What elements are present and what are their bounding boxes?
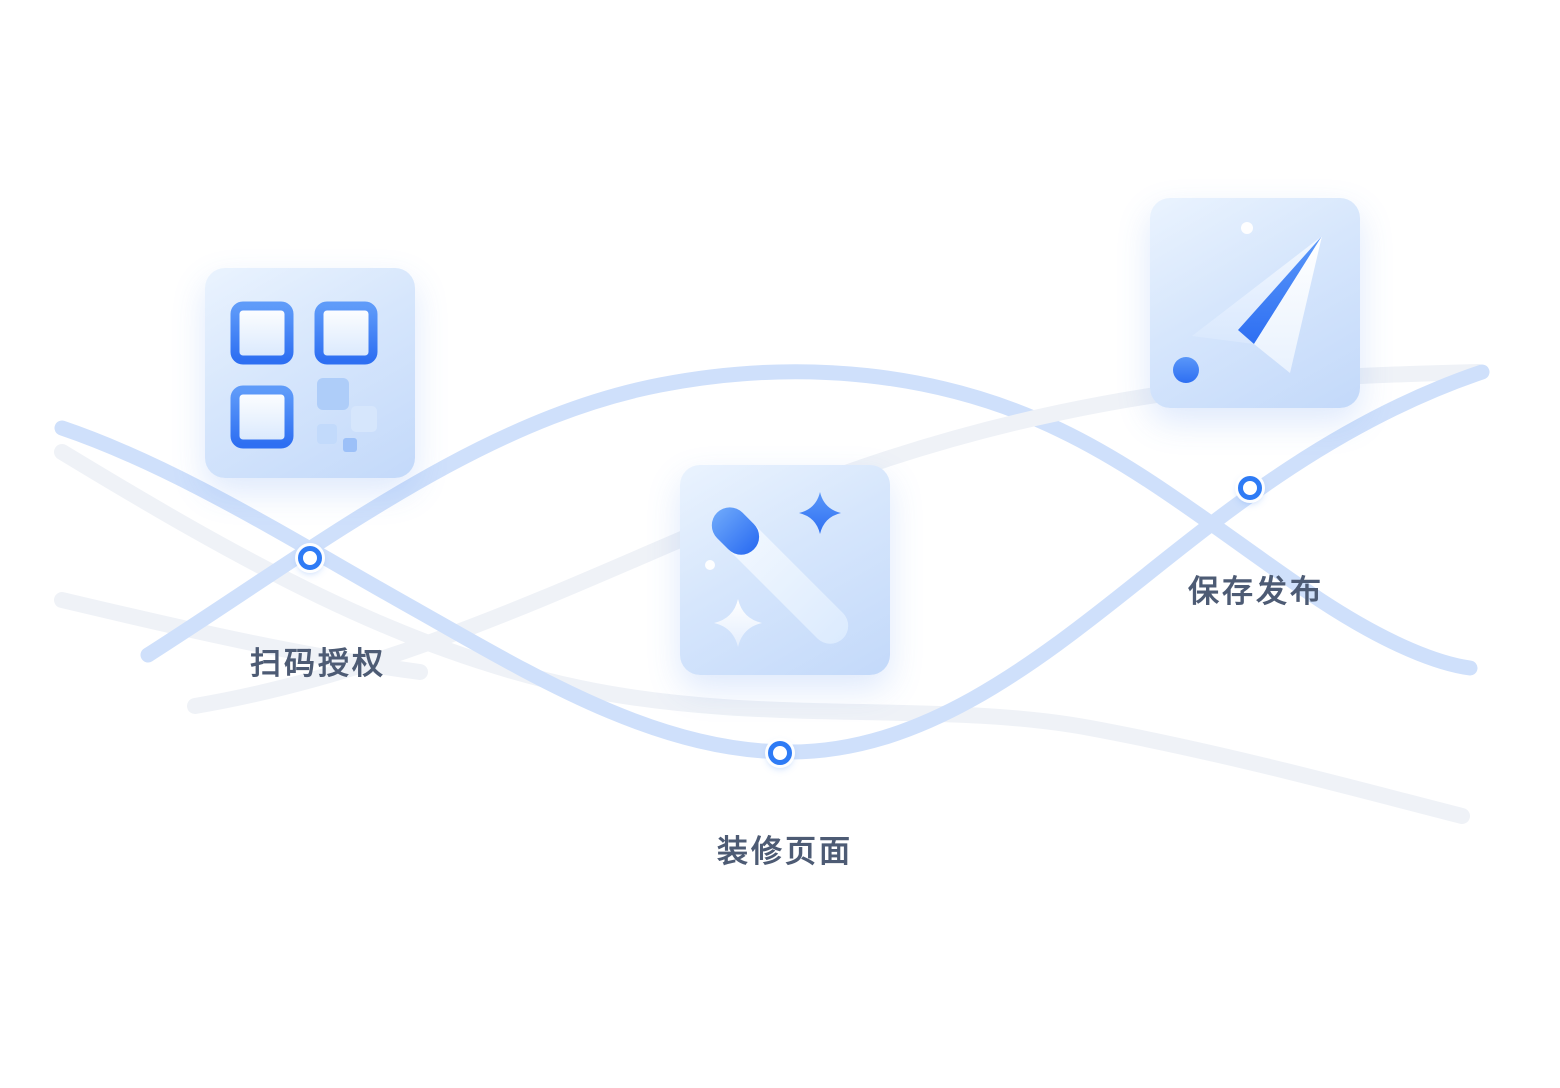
step-dot-save-publish — [1238, 476, 1262, 500]
blue-curve-peak — [140, 364, 1478, 676]
accent-dot-blue — [1173, 357, 1199, 383]
step-card-decorate-page — [680, 465, 890, 675]
sparkle-dot — [705, 560, 715, 570]
qr-position-markers — [230, 301, 378, 449]
light-curve-descending — [54, 444, 1470, 824]
qr-code-icon — [230, 301, 378, 452]
sparkle-star-white — [714, 599, 762, 647]
step-label-scan-auth: 扫码授权 — [250, 646, 386, 681]
accent-dot-white — [1241, 222, 1253, 234]
wand-stick — [711, 507, 849, 644]
step-card-scan-auth — [205, 268, 415, 478]
step-card-save-publish — [1150, 198, 1360, 408]
step-label-save-publish: 保存发布 — [1188, 574, 1324, 609]
sparkle-star-blue — [799, 492, 841, 534]
step-label-decorate-page: 装修页面 — [717, 834, 853, 869]
magic-wand-icon — [705, 492, 849, 647]
paper-plane-shape — [1192, 236, 1322, 373]
paper-plane-icon — [1173, 222, 1322, 383]
step-dot-scan-auth — [298, 546, 322, 570]
step-dot-decorate-page — [768, 741, 792, 765]
qr-pattern-cells — [317, 378, 377, 452]
